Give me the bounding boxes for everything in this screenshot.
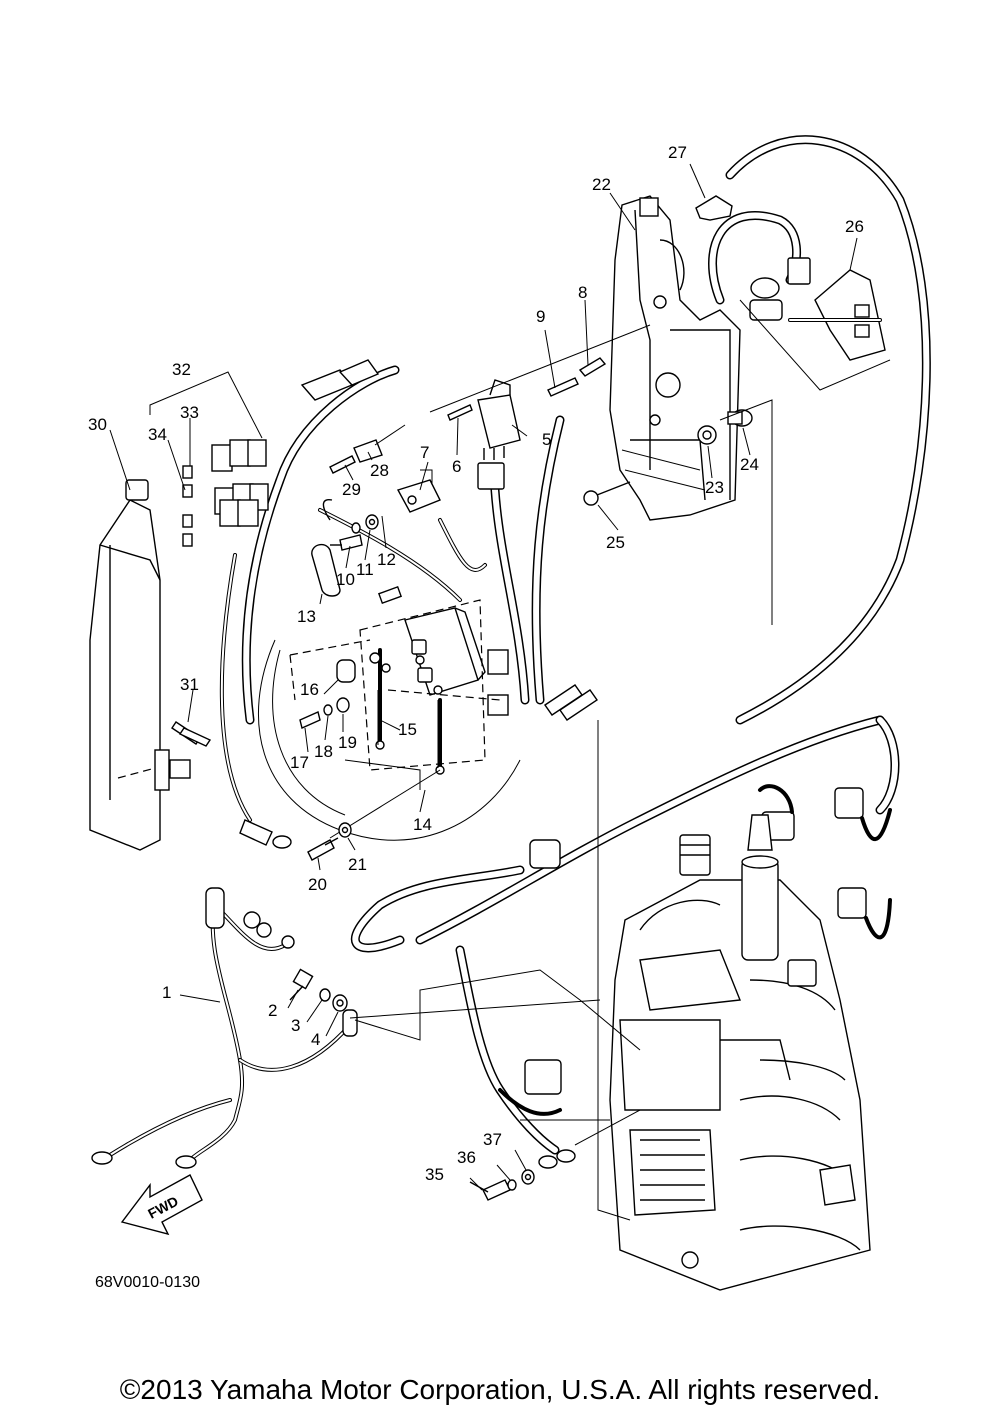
callout-16: 16 <box>300 680 319 699</box>
callout-24: 24 <box>740 455 759 474</box>
callout-6: 6 <box>452 457 461 476</box>
callout-37: 37 <box>483 1130 502 1149</box>
part-7-terminal <box>396 469 441 513</box>
callout-12: 12 <box>377 550 396 569</box>
callout-3: 3 <box>291 1016 300 1035</box>
callout-33: 33 <box>180 403 199 422</box>
callout-27: 27 <box>668 143 687 162</box>
callout-18: 18 <box>314 742 333 761</box>
callout-5: 5 <box>542 430 551 449</box>
callout-10: 10 <box>336 570 355 589</box>
callout-30: 30 <box>88 415 107 434</box>
callout-35: 35 <box>425 1165 444 1184</box>
leader-lines <box>109 163 858 1191</box>
parts-32-34-fuses <box>149 371 269 547</box>
copyright-notice: ©2013 Yamaha Motor Corporation, U.S.A. A… <box>119 1374 881 1405</box>
callout-11: 11 <box>356 560 374 579</box>
part-26-connector <box>739 257 891 391</box>
callout-20: 20 <box>308 875 327 894</box>
callout-8: 8 <box>578 283 587 302</box>
callout-numbers: 1 2 3 4 5 6 7 8 9 10 11 12 13 14 15 16 1… <box>88 143 864 1184</box>
callout-4: 4 <box>311 1030 320 1049</box>
parts-28-29-clips <box>329 424 406 474</box>
diagram-code: 68V0010-0130 <box>95 1274 200 1291</box>
fwd-arrow <box>120 1174 203 1236</box>
part-22-bracket <box>609 195 741 521</box>
callout-22: 22 <box>592 175 611 194</box>
main-wire-harness <box>241 135 931 1155</box>
parts-10-13-hardware <box>311 498 403 605</box>
callout-21: 21 <box>348 855 367 874</box>
connector-top-left <box>300 359 380 401</box>
parts-5-9-relay-bracket <box>429 324 651 490</box>
callout-15: 15 <box>398 720 417 739</box>
part-31-clip <box>171 721 212 747</box>
callout-1: 1 <box>162 983 171 1002</box>
callout-34: 34 <box>148 425 167 444</box>
callout-26: 26 <box>845 217 864 236</box>
parts-35-37-hardware <box>469 1149 576 1201</box>
parts-23-25-hardware <box>583 399 773 625</box>
callout-29: 29 <box>342 480 361 499</box>
callout-13: 13 <box>297 607 316 626</box>
callout-17: 17 <box>290 753 309 772</box>
engine-block <box>349 720 871 1291</box>
callout-9: 9 <box>536 307 545 326</box>
part-27-clip <box>695 195 733 221</box>
parts-2-4-hardware <box>243 911 348 1012</box>
callout-31: 31 <box>180 675 199 694</box>
callout-14: 14 <box>413 815 432 834</box>
parts-20-21-hardware <box>239 819 352 861</box>
callout-19: 19 <box>338 733 357 752</box>
callout-7: 7 <box>420 443 429 462</box>
callout-25: 25 <box>606 533 625 552</box>
parts-14-19-relay-block <box>289 599 509 839</box>
callout-23: 23 <box>705 478 724 497</box>
part-1-battery-cable <box>91 887 358 1169</box>
callout-32: 32 <box>172 360 191 379</box>
callout-28: 28 <box>370 461 389 480</box>
part-30-cover <box>89 479 191 851</box>
callout-36: 36 <box>457 1148 476 1167</box>
callout-2: 2 <box>268 1001 277 1020</box>
